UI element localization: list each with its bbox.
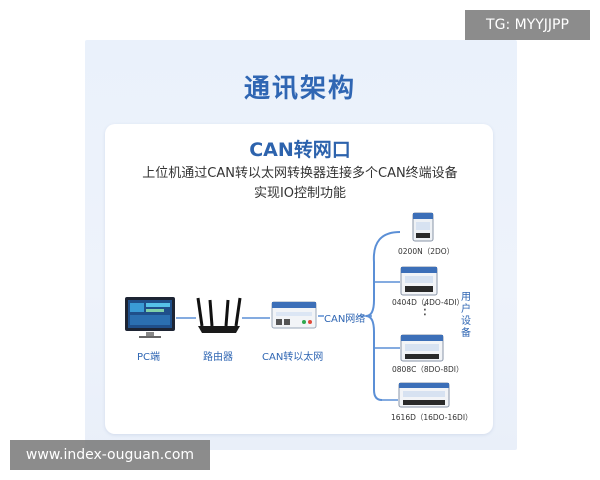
can-network-label: CAN网络 <box>324 314 366 325</box>
converter-device-icon <box>270 298 318 338</box>
device-0200n-label: 0200N（2DO） <box>398 247 455 256</box>
can-bus-bracket <box>365 231 401 401</box>
card-title: CAN转网口 <box>249 139 351 161</box>
router-label: 路由器 <box>203 352 233 363</box>
ellipsis-icon: ⋮ <box>418 302 432 318</box>
description-line-2: 实现IO控制功能 <box>253 186 347 201</box>
device-0808c-label: 0808C（8DO-8DI） <box>392 365 464 374</box>
device-0404d-label: 0404D（4DO-4DI） <box>392 298 464 307</box>
router-icon <box>196 296 242 340</box>
watermark-bottom: www.index-ouguan.com <box>10 440 210 470</box>
pc-label: PC端 <box>137 352 161 363</box>
description-line-1: 上位机通过CAN转以太网转换器连接多个CAN终端设备 <box>142 166 458 181</box>
converter-label: CAN转以太网 <box>262 352 324 363</box>
device-1616d-icon <box>398 382 450 412</box>
device-0808c-icon <box>400 334 444 366</box>
page-title: 通讯架构 <box>243 74 356 104</box>
device-1616d-label: 1616D（16DO-16DI） <box>391 413 473 422</box>
pc-monitor-icon <box>124 296 176 344</box>
device-0404d-icon <box>400 266 438 300</box>
watermark-top: TG: MYYJJPP <box>465 10 590 40</box>
device-0200n-icon <box>412 212 434 246</box>
user-devices-label: 用户设备 <box>461 292 471 339</box>
